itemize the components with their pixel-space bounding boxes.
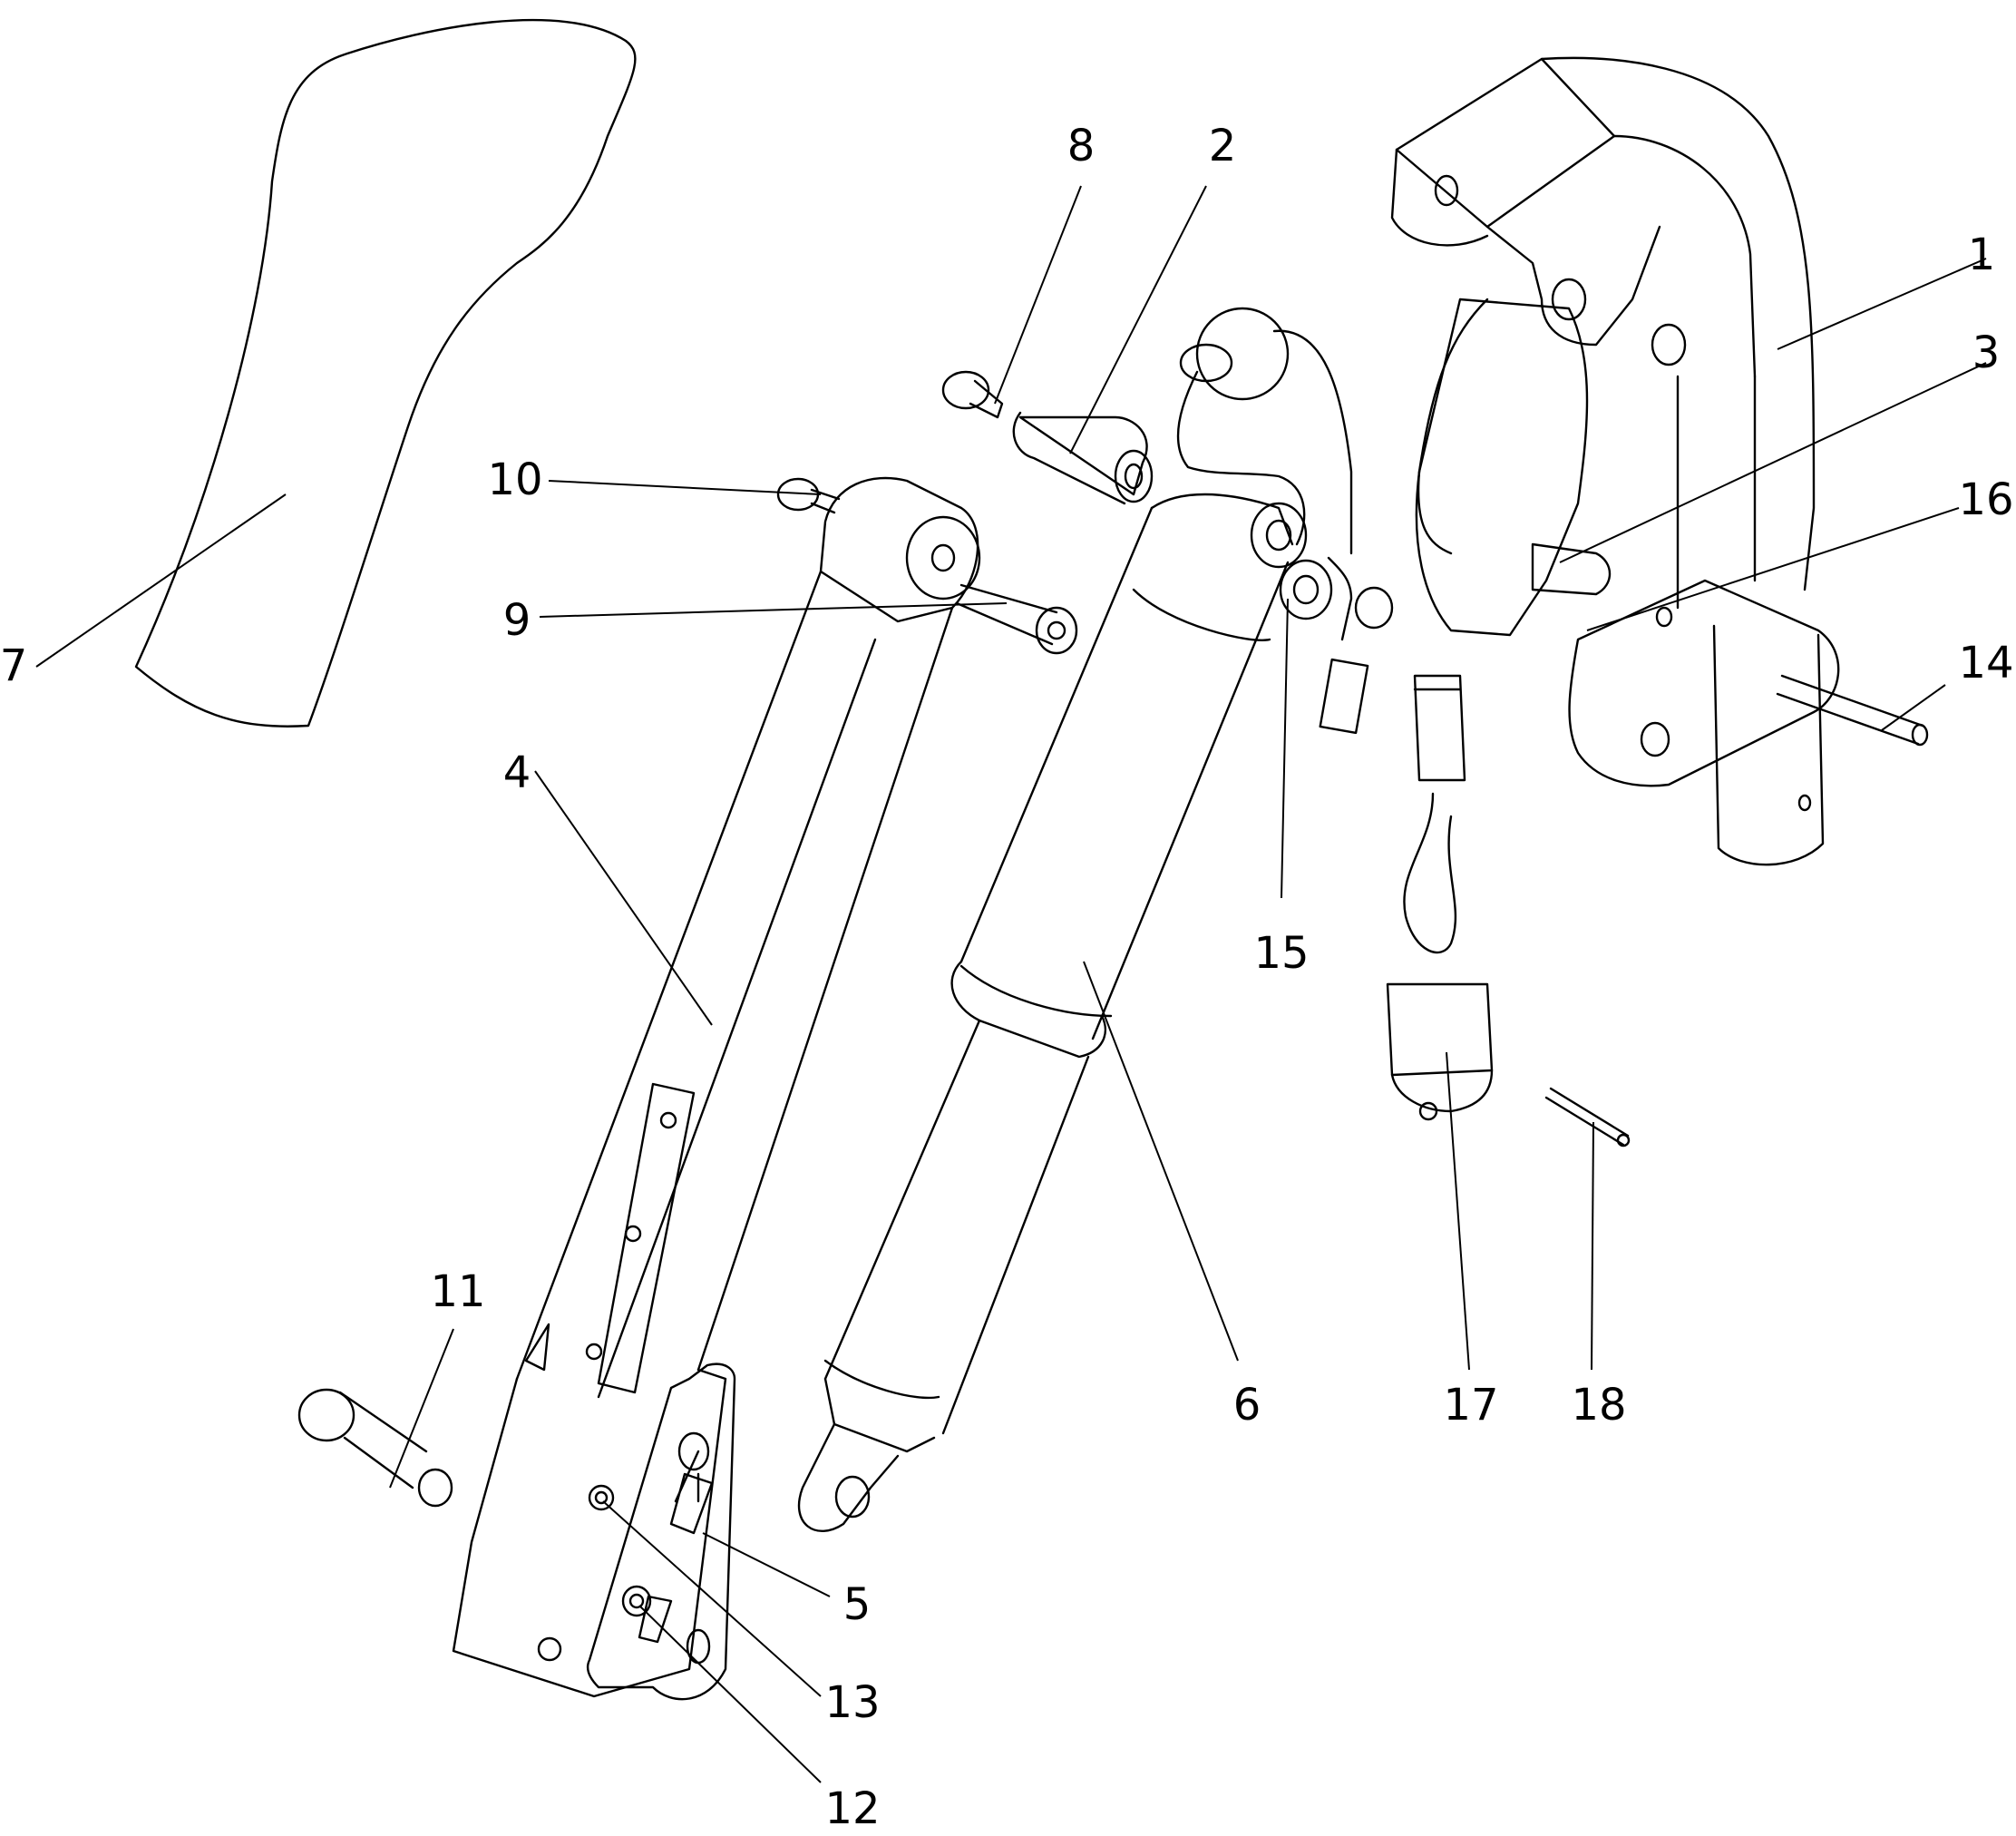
part-18-pin bbox=[1544, 1087, 1631, 1148]
leader-10 bbox=[548, 480, 822, 495]
callouts: 1 2 3 4 5 6 7 8 9 10 11 12 13 14 15 16 1… bbox=[0, 121, 2014, 1834]
part-15-washer bbox=[1279, 559, 1333, 620]
callout-6: 6 bbox=[1233, 1380, 1261, 1431]
leader-14 bbox=[1881, 684, 1946, 731]
callout-2: 2 bbox=[1209, 121, 1237, 171]
callout-7: 7 bbox=[0, 640, 27, 691]
callout-13: 13 bbox=[824, 1677, 880, 1728]
part-1-bracket bbox=[1390, 56, 1825, 866]
leader-1 bbox=[1777, 258, 1987, 350]
part-9-pivot-block bbox=[819, 476, 1078, 655]
callout-16: 16 bbox=[1958, 474, 2013, 525]
callout-11: 11 bbox=[430, 1266, 485, 1317]
callout-12: 12 bbox=[824, 1783, 880, 1834]
callout-3: 3 bbox=[1972, 327, 2001, 378]
callout-1: 1 bbox=[1968, 230, 1996, 280]
part-7-cover bbox=[134, 18, 637, 728]
callout-15: 15 bbox=[1253, 928, 1309, 979]
callout-10: 10 bbox=[487, 454, 542, 505]
callout-8: 8 bbox=[1067, 121, 1096, 171]
leader-17 bbox=[1446, 1051, 1470, 1371]
leader-9 bbox=[539, 602, 1008, 618]
callout-9: 9 bbox=[503, 595, 531, 646]
part-6-actuator bbox=[797, 493, 1308, 1533]
leader-13 bbox=[602, 1500, 822, 1697]
part-16-clamp bbox=[1568, 579, 1840, 787]
leader-16 bbox=[1586, 507, 1960, 631]
part-2-spacer bbox=[1012, 411, 1154, 505]
leader-3 bbox=[1559, 362, 1987, 563]
callout-18: 18 bbox=[1571, 1380, 1626, 1431]
leader-11 bbox=[389, 1328, 454, 1489]
callout-14: 14 bbox=[1958, 638, 2013, 688]
cable-assembly bbox=[1176, 307, 1394, 735]
callout-5: 5 bbox=[843, 1579, 872, 1630]
part-5-plate bbox=[586, 1362, 736, 1701]
part-12-screw bbox=[621, 1585, 652, 1617]
leader-8 bbox=[994, 185, 1082, 405]
leader-15 bbox=[1281, 598, 1289, 899]
leader-2 bbox=[1069, 185, 1207, 454]
callout-17: 17 bbox=[1443, 1380, 1498, 1431]
part-14-rod bbox=[1776, 674, 1929, 812]
leader-12 bbox=[638, 1605, 822, 1783]
leader-7 bbox=[35, 493, 287, 668]
part-4-arm bbox=[452, 570, 954, 1698]
part-17-connector bbox=[1386, 674, 1494, 1121]
callout-4: 4 bbox=[503, 747, 531, 798]
part-11-bolt bbox=[297, 1388, 453, 1508]
part-8-pin bbox=[941, 370, 1004, 419]
leader-5 bbox=[702, 1532, 831, 1597]
part-3-housing bbox=[1415, 298, 1612, 637]
leader-4 bbox=[534, 770, 713, 1026]
part-13-screw bbox=[588, 1484, 615, 1511]
leader-lines bbox=[35, 185, 1987, 1783]
leader-18 bbox=[1591, 1121, 1594, 1371]
leader-6 bbox=[1083, 961, 1239, 1362]
